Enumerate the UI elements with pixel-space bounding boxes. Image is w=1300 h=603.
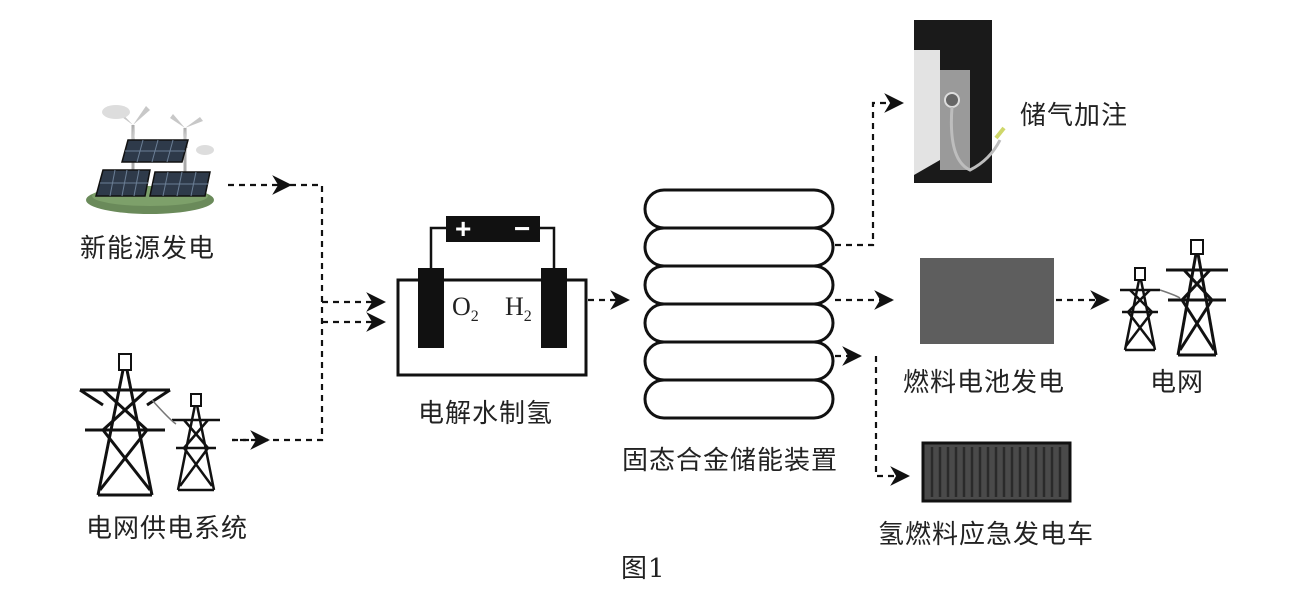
figure-caption: 图1 — [621, 554, 666, 584]
battery-plus-sign: + — [455, 213, 472, 244]
renewable-label: 新能源发电 — [80, 234, 216, 264]
output-grid-pylon-icon — [1120, 239, 1228, 357]
renewable-energy-icon — [86, 105, 214, 214]
battery-minus-sign: − — [514, 213, 531, 244]
refuel-station-icon — [914, 20, 1006, 183]
emergency-vehicle-icon — [921, 441, 1072, 503]
storage-label: 固态合金储能装置 — [622, 446, 839, 476]
refuel-label: 储气加注 — [1020, 101, 1129, 131]
fuel-cell-label: 燃料电池发电 — [903, 368, 1066, 398]
grid-label: 电网 — [1150, 368, 1205, 398]
electrolysis-label: 电解水制氢 — [418, 399, 554, 429]
flow-lines — [228, 93, 1110, 486]
grid-supply-pylon-icon — [79, 353, 220, 497]
electrolyzer-icon — [396, 216, 588, 377]
hydrogen-label: H2 — [505, 292, 532, 326]
emergency-vehicle-label: 氢燃料应急发电车 — [878, 520, 1095, 550]
grid-supply-label: 电网供电系统 — [86, 514, 249, 544]
alloy-storage-icon — [643, 188, 835, 420]
oxygen-label: O2 — [452, 292, 479, 326]
fuel-cell-block — [920, 258, 1054, 344]
